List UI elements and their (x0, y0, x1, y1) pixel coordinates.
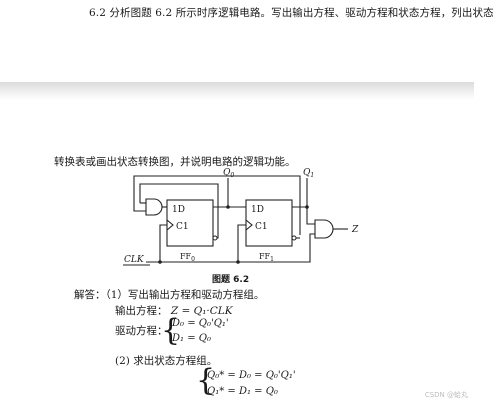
wire-clk-ff0 (146, 224, 167, 263)
ff0-qn-bubble (212, 235, 218, 241)
ff0-c-label: C1 (176, 222, 189, 232)
problem-continuation: 转换表或画出状态转换图，并说明电路的逻辑功能。 (54, 156, 296, 168)
ff1-box (245, 199, 293, 247)
junction-q1 (305, 205, 309, 209)
state-equation-2: Q₁* = D₁ = Q₀ (207, 386, 278, 397)
output-label: 输出方程： (115, 305, 168, 317)
wire-q0n (213, 210, 219, 239)
drive-label: 驱动方程： (115, 325, 168, 337)
state-equation-1: Q₀* = D₀ = Q₀'Q₁' (207, 370, 296, 381)
output-equation: Z = Q₁·CLK (170, 305, 233, 317)
ff0-box (166, 199, 214, 247)
ff0-name: FF0 (180, 252, 195, 263)
ff1-qn-bubble (291, 235, 297, 241)
wire-clk-ff1 (160, 224, 246, 263)
page-bottom-region (0, 100, 474, 406)
output-equation-row: 输出方程： Z = Q₁·CLK (115, 303, 233, 318)
and-gate-ff0 (145, 198, 163, 216)
junction-clk-1 (158, 260, 162, 264)
ff1-c-label: C1 (255, 222, 268, 232)
q1-label: Q1 (303, 168, 314, 179)
problem-statement: 6.2 分析图题 6.2 所示时序逻辑电路。写出输出方程、驱动方程和状态方程，列… (89, 7, 494, 19)
page-top-region: 6.2 分析图题 6.2 所示时序逻辑电路。写出输出方程、驱动方程和状态方程，列… (0, 0, 494, 82)
ff0-d-label: 1D (172, 205, 185, 215)
drive-equation-1: D₀ = Q₀'Q₁' (172, 318, 229, 329)
watermark: CSDN @蛤丸 (424, 391, 468, 399)
clk-label: CLK (124, 255, 145, 265)
ff1-d-label: 1D (251, 205, 264, 215)
wire-feedback-top (139, 183, 219, 210)
and-gate-z (314, 219, 334, 239)
drive-brace: { (161, 313, 181, 348)
figure-caption: 图题 6.2 (212, 275, 250, 285)
ff1-name: FF1 (259, 252, 274, 263)
junction-clk-2 (236, 260, 240, 264)
wire-q1-to-z (306, 207, 315, 225)
page-gap (0, 82, 474, 100)
junction-q0 (226, 205, 230, 209)
ff1-clock-triangle (245, 219, 253, 231)
state-brace: { (196, 363, 216, 398)
ff0-clock-triangle (166, 219, 174, 231)
z-label: Z (351, 225, 359, 235)
wire-feedback-outer (133, 175, 301, 235)
step2-text: (2) 求出状态方程组。 (115, 355, 218, 367)
solution-intro: 解答：（1）写出输出方程和驱动方程组。 (74, 289, 265, 301)
wire-clk-z (238, 233, 315, 263)
drive-equation-2: D₁ = Q₀ (172, 333, 211, 344)
circuit-diagram: 1D C1 1D C1 FF0 FF1 Q0 Q1 CLK Z (123, 168, 359, 266)
wire-q0-up (213, 178, 229, 208)
q0-label: Q0 (223, 168, 234, 179)
